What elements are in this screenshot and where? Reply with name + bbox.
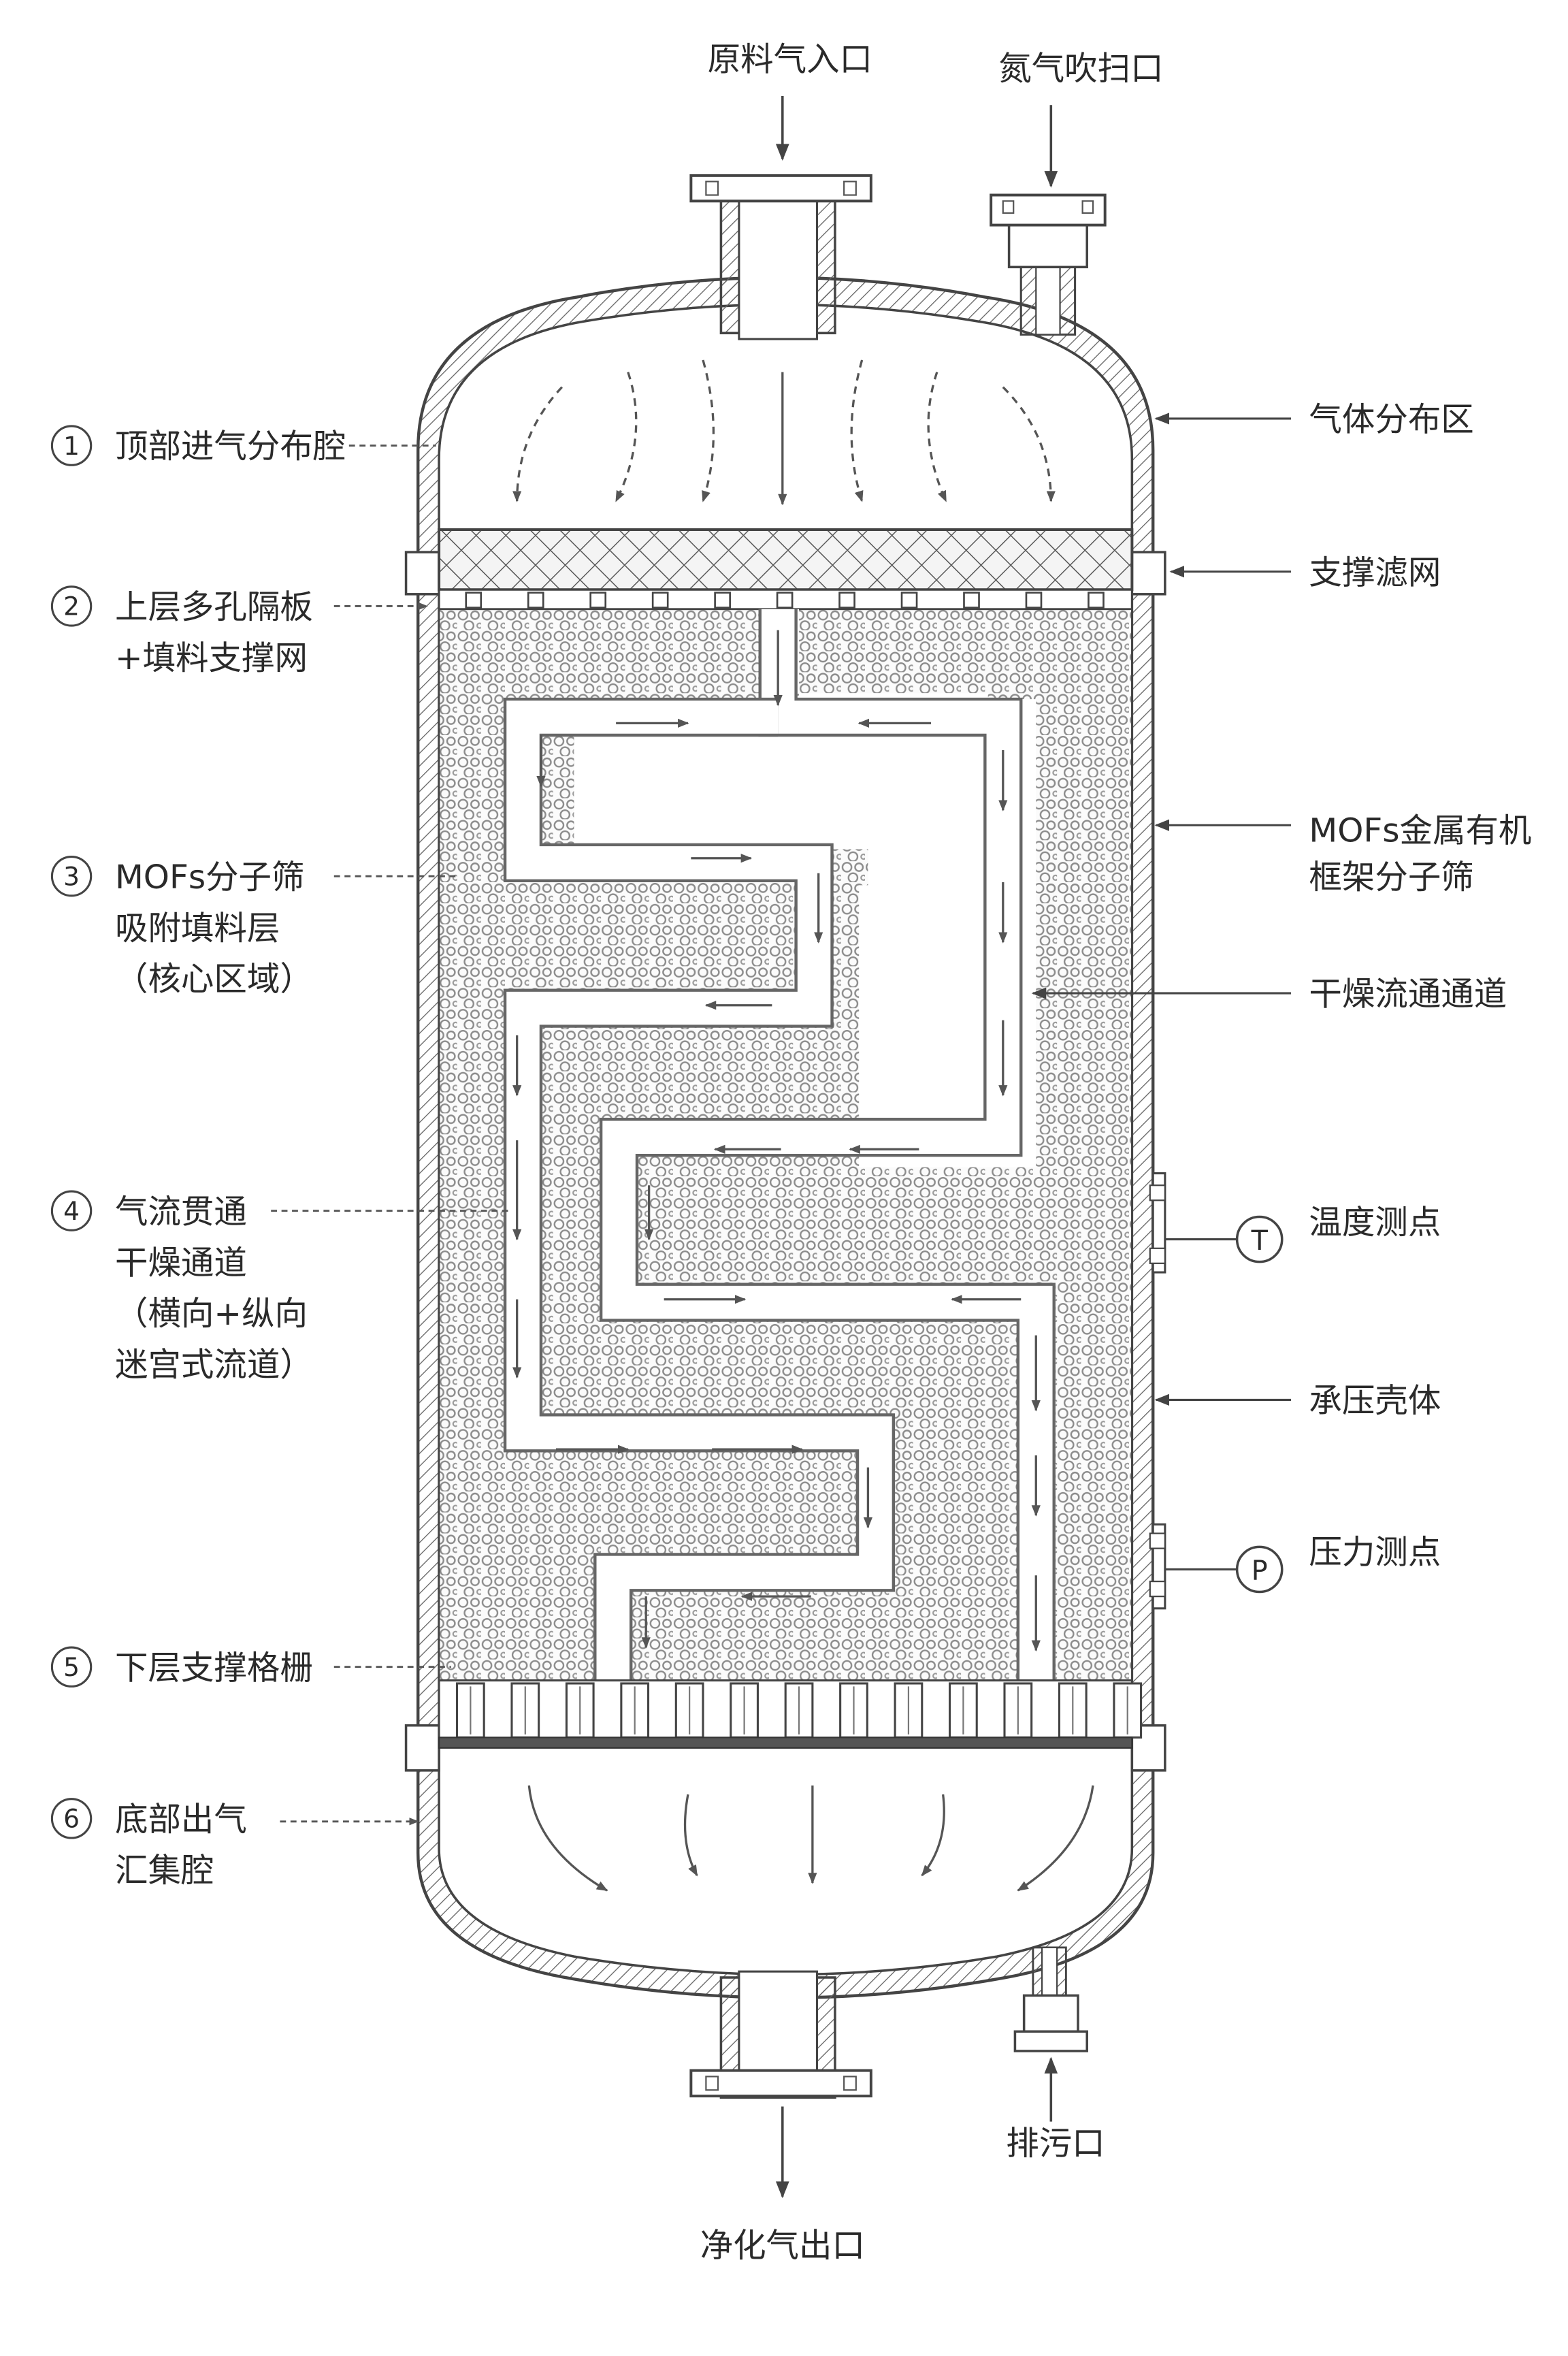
left-callout-text: 底部出气 [115, 1801, 247, 1839]
temperature-badge-letter: T [1251, 1225, 1269, 1257]
right-callout-text: 温度测点 [1309, 1204, 1441, 1242]
right-callout-text: 承压壳体 [1309, 1382, 1441, 1420]
right-callout-text: MOFs金属有机 [1309, 811, 1531, 850]
clean-outlet-label: 净化气出口 [700, 2227, 865, 2265]
perforated-plate [438, 588, 1133, 611]
nitrogen-purge-port [990, 193, 1107, 336]
plate-hole [1088, 592, 1105, 609]
callout-number: 5 [63, 1652, 80, 1682]
plate-hole [714, 592, 731, 609]
drain-label: 排污口 [1006, 2125, 1105, 2163]
callout-number: 2 [63, 592, 80, 622]
pressure-sensor: P [1149, 1523, 1284, 1610]
left-callout-text: 干燥通道 [115, 1244, 247, 1282]
left-callout-text: 吸附填料层 [115, 909, 280, 948]
temperature-badge [1235, 1215, 1284, 1263]
callout-number-circle [50, 425, 93, 466]
left-callout-text: （横向+纵向 [115, 1295, 308, 1333]
support-filter-mesh [438, 528, 1134, 592]
left-callout-text: （核心区域） [115, 961, 313, 999]
pressure-badge-letter: P [1252, 1555, 1268, 1587]
lower-support-grid [438, 1679, 1143, 1749]
feed-inlet-label: 原料气入口 [708, 41, 872, 79]
callout-number: 3 [63, 861, 80, 891]
callout-number-circle [50, 585, 93, 627]
left-callout-text: 下层支撑格栅 [115, 1649, 313, 1687]
right-leaders [1031, 413, 1291, 1406]
plate-hole [527, 592, 544, 609]
temperature-sensor: T [1149, 1172, 1284, 1274]
plate-hole [900, 592, 918, 609]
plate-hole [963, 592, 980, 609]
callout-number-circle [50, 855, 93, 897]
plate-hole [776, 592, 794, 609]
callout-number: 6 [63, 1804, 80, 1834]
flow-arrows [512, 359, 1094, 1892]
feed-inlet-nozzle [689, 174, 872, 340]
left-callout-text: 上层多孔隔板 [115, 588, 313, 626]
right-callout-text: 压力测点 [1309, 1534, 1441, 1572]
plate-hole [1025, 592, 1043, 609]
plate-hole [651, 592, 669, 609]
callout-number-circle [50, 1798, 93, 1839]
labyrinth-channels [574, 609, 1036, 1167]
callout-number-circle [50, 1190, 93, 1231]
left-callout-text: 汇集腔 [115, 1852, 214, 1890]
left-callout-text: 迷宫式流道） [115, 1346, 313, 1384]
plate-hole [589, 592, 607, 609]
plate-hole [465, 592, 483, 609]
callout-number-circle [50, 1646, 93, 1688]
clean-outlet-nozzle [689, 1970, 872, 2099]
callout-number: 4 [63, 1196, 80, 1226]
right-callout-text: 干燥流通通道 [1309, 975, 1507, 1014]
flange-lugs [404, 551, 1166, 1772]
left-callout-text: MOFs分子筛 [115, 858, 305, 897]
left-callout-text: 顶部进气分布腔 [115, 427, 346, 466]
plate-hole [838, 592, 855, 609]
nitrogen-purge-label: 氮气吹扫口 [998, 50, 1163, 88]
left-callout-text: +填料支撑网 [115, 639, 308, 677]
port-pointer-arrows [775, 96, 1058, 2199]
pressure-badge [1235, 1545, 1284, 1594]
callout-number: 1 [63, 431, 80, 461]
right-callout-text: 支撑滤网 [1309, 553, 1441, 592]
drain-port [1013, 1946, 1088, 2052]
right-callout-text: 框架分子筛 [1309, 858, 1473, 897]
right-callout-text: 气体分布区 [1309, 401, 1473, 439]
left-callout-text: 气流贯通 [115, 1193, 247, 1231]
serpentine-flow-path [503, 609, 1056, 1681]
